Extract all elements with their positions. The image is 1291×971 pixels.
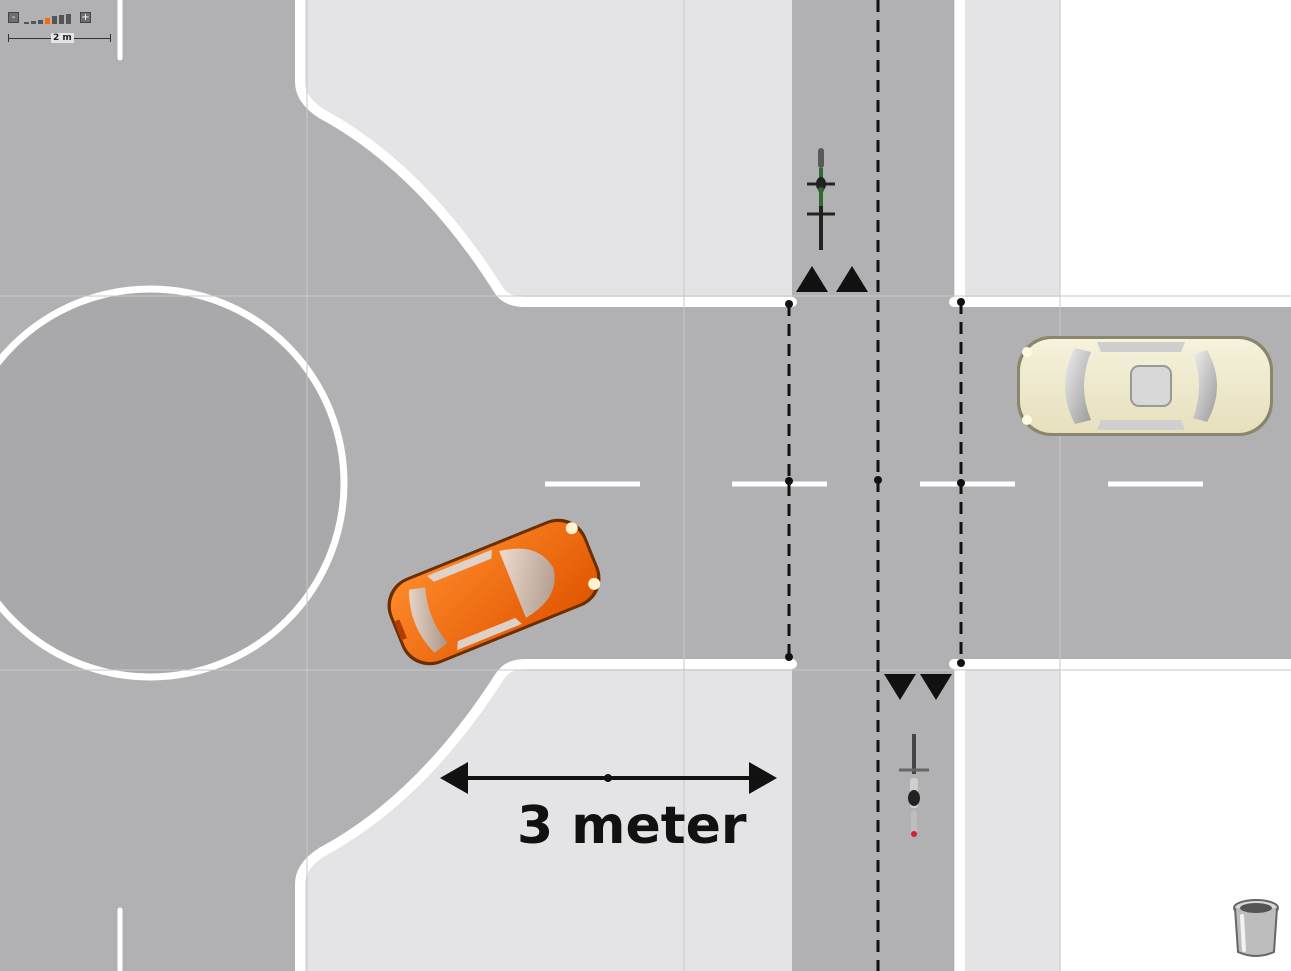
zoom-level[interactable] <box>24 22 29 24</box>
cream-car-icon[interactable] <box>1017 336 1273 436</box>
scale-label: 2 m <box>51 33 74 43</box>
orange-car-icon[interactable] <box>378 510 609 675</box>
bicycle-icon[interactable] <box>899 734 929 837</box>
crossing-points <box>785 298 965 667</box>
zoom-level[interactable] <box>38 20 43 24</box>
zoom-in-button[interactable]: + <box>80 12 91 23</box>
bicycle-icon[interactable] <box>807 148 835 250</box>
zoom-level[interactable] <box>31 21 36 24</box>
zoom-level-indicator[interactable] <box>24 13 76 24</box>
zoom-level[interactable] <box>52 16 57 24</box>
scale-bar-tick <box>110 34 111 42</box>
roundabout-island <box>0 285 348 681</box>
distance-label: 3 meter <box>517 796 747 856</box>
zoom-level[interactable] <box>59 15 64 24</box>
yield-triangles-north <box>796 266 868 292</box>
zoom-level[interactable] <box>66 14 71 24</box>
distance-arrow <box>440 762 777 794</box>
trash-icon[interactable] <box>1232 898 1280 960</box>
yield-triangles-south <box>884 674 952 700</box>
zoom-level-active[interactable] <box>45 18 50 24</box>
zoom-out-button[interactable]: - <box>8 12 19 23</box>
zoom-toolbar: - + 2 m <box>8 12 116 46</box>
